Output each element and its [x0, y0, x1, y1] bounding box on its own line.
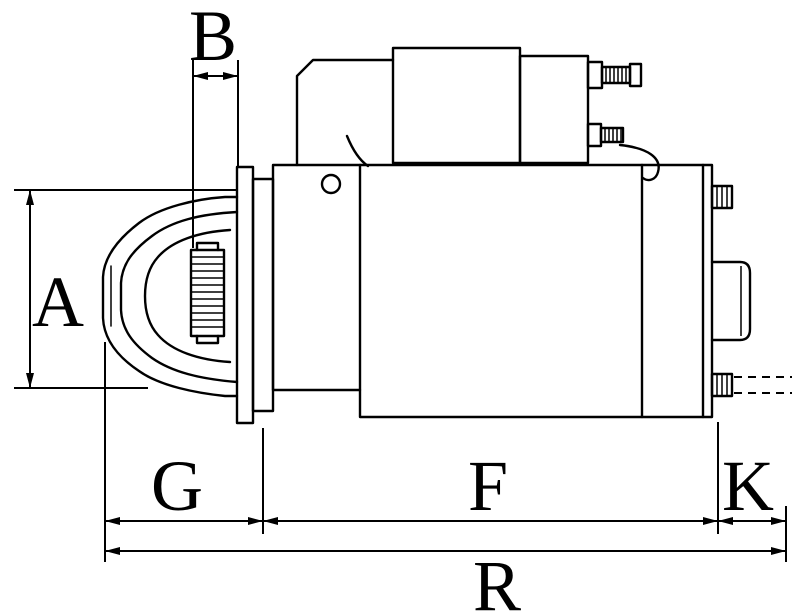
body-silhouette — [271, 163, 714, 419]
terminal-cable — [618, 143, 660, 182]
housing-hole — [320, 173, 342, 195]
terminal-2-base — [586, 122, 603, 148]
yoke-mid-contour — [119, 210, 239, 384]
terminal-2-thread-hatch — [604, 128, 622, 142]
solenoid — [391, 46, 590, 165]
dimension-extension-lines — [14, 60, 787, 562]
pinion-body — [189, 248, 226, 338]
dimension-label-g: G — [151, 446, 203, 526]
solenoid-body — [391, 46, 522, 165]
dimension-label-a: A — [32, 262, 84, 342]
terminal-studs — [586, 60, 660, 182]
terminal-1-base — [586, 60, 604, 90]
yoke-inner-contour — [143, 228, 232, 364]
motor-body — [271, 58, 714, 419]
pinion-bottom-cap — [195, 334, 220, 345]
pinion-top-cap — [195, 241, 220, 252]
housing-joint-curve — [345, 134, 370, 168]
pinion-gear — [189, 241, 226, 345]
end-cap-details — [710, 184, 792, 398]
dimension-label-k: K — [722, 446, 774, 526]
terminal-1-nut — [628, 62, 643, 88]
mounting-flange — [235, 165, 275, 425]
dimension-label-r: R — [473, 546, 521, 613]
shaft-boss — [710, 260, 752, 342]
dimension-lines — [26, 72, 786, 555]
dimension-label-b: B — [189, 0, 237, 76]
pinion-teeth-hatch — [191, 256, 224, 328]
solenoid-cap — [518, 54, 590, 165]
terminal-2-thread — [599, 126, 625, 144]
yoke-outer-contour — [101, 195, 239, 398]
through-bolt-top-hatch — [716, 186, 728, 208]
dimension-label-f: F — [468, 446, 508, 526]
through-bolt-bottom-hatch — [716, 374, 728, 396]
flange-plate-rear — [251, 177, 275, 413]
terminal-1-thread-hatch — [605, 67, 627, 83]
flange-plate-front — [235, 165, 255, 425]
drive-end-yoke — [101, 195, 239, 398]
dimension-labels: B A G F K R — [32, 0, 774, 613]
drawing-root — [14, 46, 792, 562]
upper-housing — [295, 58, 395, 167]
